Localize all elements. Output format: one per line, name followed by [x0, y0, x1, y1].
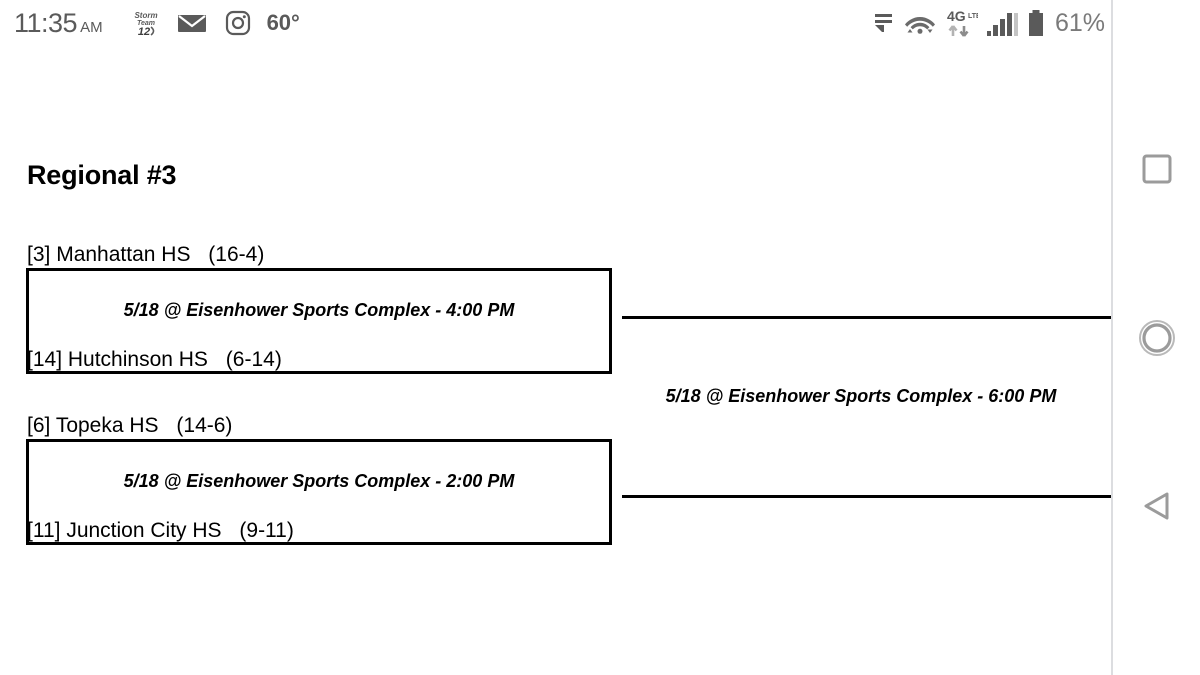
- email-icon: [177, 12, 207, 34]
- team-record: (16-4): [208, 243, 265, 266]
- svg-text:LTE: LTE: [968, 13, 978, 20]
- square-recents-icon: [1141, 153, 1173, 185]
- status-bar-right: 4G LTE 61%: [871, 8, 1105, 38]
- battery-icon: [1027, 9, 1045, 37]
- team-row-topeka[interactable]: [6] Topeka HS (14-6): [27, 415, 232, 436]
- match-info-final: 5/18 @ Eisenhower Sports Complex - 6:00 …: [665, 386, 1057, 406]
- storm-team-12-icon: Storm Team 12: [133, 9, 159, 37]
- svg-text:Team: Team: [137, 20, 155, 27]
- page-title: Regional #3: [27, 160, 177, 190]
- bracket-connector-bottom: [622, 495, 1111, 498]
- svg-text:4G: 4G: [947, 8, 966, 24]
- team-record: (9-11): [239, 519, 294, 542]
- app-notification-icon: [871, 11, 895, 35]
- nav-divider: [1111, 0, 1113, 675]
- match-info-round1-game1: 5/18 @ Eisenhower Sports Complex - 4:00 …: [123, 300, 515, 320]
- temperature-label: 60°: [266, 10, 300, 35]
- team-name: Manhattan HS: [56, 243, 191, 266]
- bracket-content-area: Regional #3 [3] Manhattan HS (16-4) 5/18…: [0, 46, 1111, 675]
- svg-text:12: 12: [137, 26, 149, 37]
- team-seed: [3]: [27, 243, 51, 266]
- battery-percent-label: 61%: [1054, 8, 1105, 37]
- team-row-junction-city[interactable]: [11] Junction City HS (9-11): [27, 520, 294, 541]
- team-record: (14-6): [176, 414, 233, 437]
- team-row-hutchinson[interactable]: [14] Hutchinson HS (6-14): [27, 349, 282, 370]
- back-button[interactable]: [1129, 478, 1185, 534]
- team-underline: [26, 542, 612, 545]
- network-4g-lte-icon: 4G LTE: [945, 8, 978, 38]
- instagram-icon: [225, 10, 251, 36]
- circle-home-icon: [1137, 318, 1177, 358]
- team-name: Hutchinson HS: [67, 348, 208, 371]
- team-record: (6-14): [225, 348, 282, 371]
- tournament-bracket: [3] Manhattan HS (16-4) 5/18 @ Eisenhowe…: [0, 46, 1111, 675]
- clock-ampm: AM: [80, 18, 103, 36]
- team-underline: [26, 371, 612, 374]
- status-bar-left: 11:35 AM Storm Team 12: [14, 9, 300, 37]
- team-row-manhattan[interactable]: [3] Manhattan HS (16-4): [27, 244, 264, 265]
- android-navigation-bar: [1113, 0, 1200, 675]
- wifi-icon: [904, 10, 936, 36]
- team-seed: [6]: [27, 414, 51, 437]
- team-seed: [11]: [27, 519, 61, 542]
- team-seed: [14]: [27, 348, 63, 371]
- team-name: Junction City HS: [66, 519, 222, 542]
- cell-signal-icon: [986, 10, 1018, 37]
- match-info-round1-game2: 5/18 @ Eisenhower Sports Complex - 2:00 …: [123, 471, 515, 491]
- svg-text:Storm: Storm: [134, 11, 157, 20]
- home-button[interactable]: [1129, 310, 1185, 366]
- status-clock: 11:35 AM: [14, 7, 103, 38]
- recents-button[interactable]: [1129, 141, 1185, 197]
- clock-time: 11:35: [14, 7, 78, 38]
- triangle-back-icon: [1140, 489, 1174, 523]
- bracket-connector-top: [622, 316, 1111, 319]
- status-bar: 11:35 AM Storm Team 12: [0, 0, 1111, 46]
- team-name: Topeka HS: [55, 414, 159, 437]
